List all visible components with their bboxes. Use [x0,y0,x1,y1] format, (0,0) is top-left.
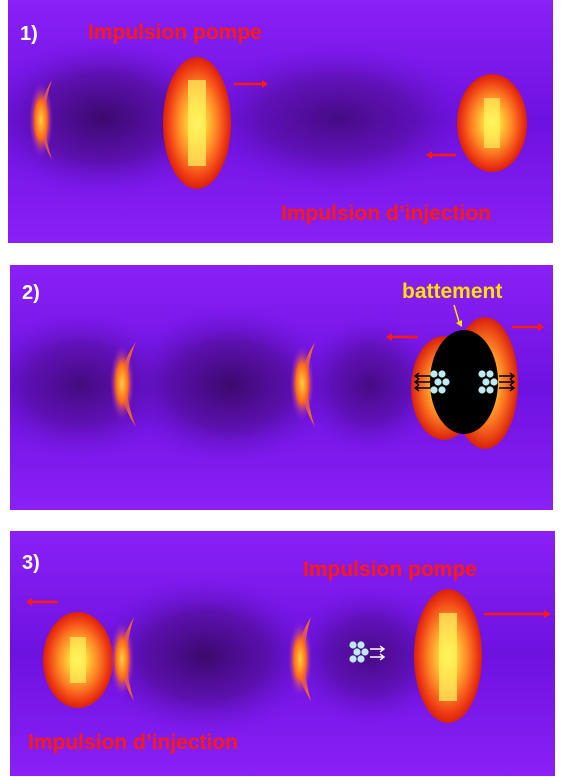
panel-number: 1) [20,23,38,45]
injection-pulse-label: Impulsion d’injection [28,731,238,754]
panel-2-illustration [10,265,553,510]
panel-1-illustration [8,0,553,243]
injection-pulse-label: Impulsion d’injection [281,202,491,225]
panel-1: 1) Impulsion pompe Impulsion d’injection [8,0,553,243]
beat-label: battement [402,280,503,303]
panel-2: 2) battement [10,265,553,510]
panel-number: 2) [22,282,40,304]
panel-3-illustration [10,531,555,776]
electron-bunch [349,641,369,663]
electron-bunch [478,370,498,394]
pump-pulse-label: Impulsion pompe [88,21,262,44]
panel-3: 3) Impulsion pompe Impulsion d’injection [10,531,555,776]
electron-bunch [430,370,450,394]
pump-pulse-label: Impulsion pompe [303,558,477,581]
beat-zone [430,330,498,434]
panel-number: 3) [22,552,40,574]
